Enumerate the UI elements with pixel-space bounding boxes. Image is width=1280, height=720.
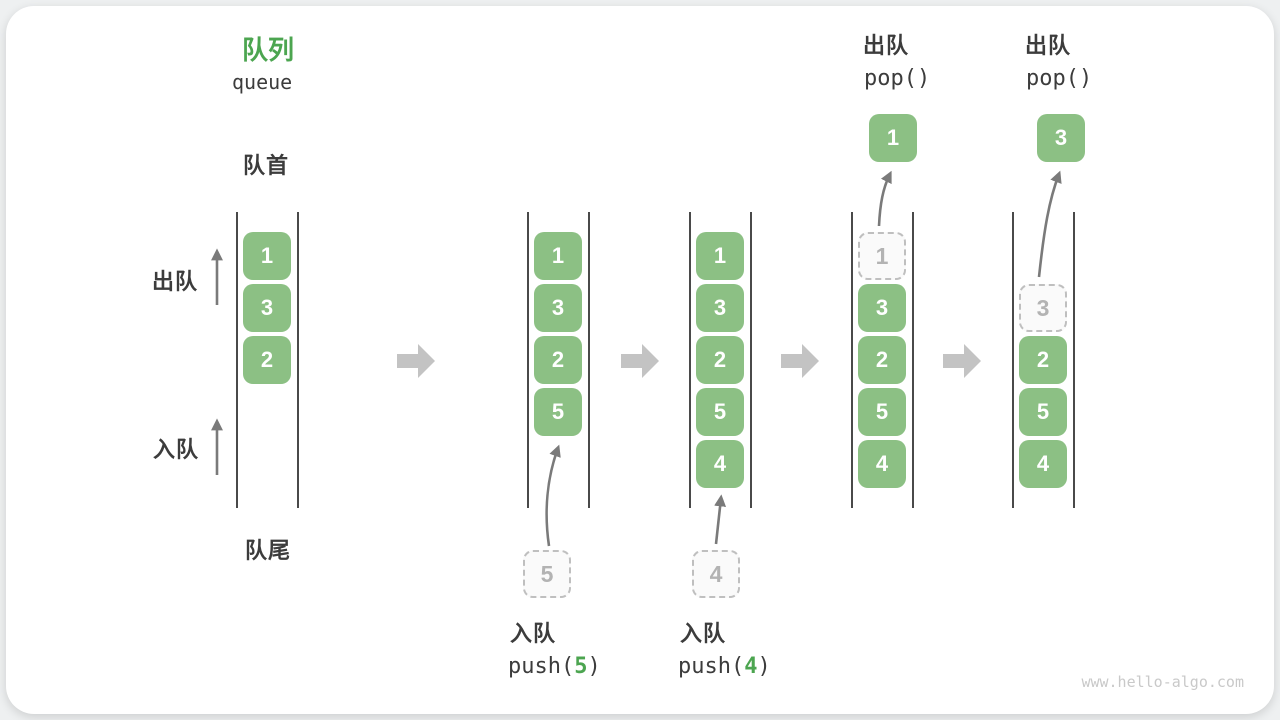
transition-2-right-arrow-icon: [621, 344, 659, 378]
state-5-cell-2: 2: [1019, 336, 1067, 384]
enqueue-side-label: 入队: [153, 437, 200, 462]
state-2-cell-2: 2: [534, 336, 582, 384]
state-1-cell-1: 1: [243, 232, 291, 280]
state-3-cell-4: 4: [696, 440, 744, 488]
state-4-wall-left: [851, 212, 853, 508]
state-2-wall-right: [588, 212, 590, 508]
state-4-cell-1: 1: [858, 232, 906, 280]
state-4-cell-2: 2: [858, 336, 906, 384]
state-2-cell-3: 3: [534, 284, 582, 332]
state-4-popped-cell: 1: [869, 114, 917, 162]
state-5-wall-left: [1012, 212, 1014, 508]
state-2-op-code: push(5): [508, 654, 601, 679]
state-3-cell-5: 5: [696, 388, 744, 436]
state-4-dequeue-up-arrow-icon: [877, 170, 892, 227]
watermark: www.hello-algo.com: [1081, 673, 1244, 691]
state-5-cell-5: 5: [1019, 388, 1067, 436]
state-5-cell-4: 4: [1019, 440, 1067, 488]
state-2-wall-left: [527, 212, 529, 508]
state-2-enqueue-up-arrow-icon: [545, 444, 561, 547]
state-4-cell-3: 3: [858, 284, 906, 332]
queue-front-label: 队首: [243, 153, 290, 178]
state-4-op-label: 出队: [863, 33, 910, 58]
state-5-op-label: 出队: [1025, 33, 1072, 58]
state-3-cell-1: 1: [696, 232, 744, 280]
state-5-dequeue-up-arrow-icon: [1037, 170, 1062, 278]
state-4-cell-5: 5: [858, 388, 906, 436]
state-4-op-code: pop(): [864, 66, 931, 91]
state-2-staged-cell: 5: [523, 550, 571, 598]
state-2-op-arg: 5: [574, 654, 588, 679]
state-1-wall-right: [297, 212, 299, 508]
state-1-wall-left: [236, 212, 238, 508]
state-2-cell-5: 5: [534, 388, 582, 436]
state-3-wall-right: [750, 212, 752, 508]
state-3-staged-cell: 4: [692, 550, 740, 598]
state-1-cell-2: 2: [243, 336, 291, 384]
transition-3-right-arrow-icon: [781, 344, 819, 378]
state-3-cell-3: 3: [696, 284, 744, 332]
state-5-popped-cell: 3: [1037, 114, 1085, 162]
state-3-wall-left: [689, 212, 691, 508]
transition-1-right-arrow-icon: [397, 344, 435, 378]
state-5-wall-right: [1073, 212, 1075, 508]
transition-4-right-arrow-icon: [943, 344, 981, 378]
page-subtitle: queue: [232, 70, 293, 94]
state-3-op-arg: 4: [744, 654, 758, 679]
state-2-op-label: 入队: [510, 621, 557, 646]
state-3-op-label: 入队: [680, 621, 727, 646]
state-5-cell-3: 3: [1019, 284, 1067, 332]
queue-rear-label: 队尾: [245, 538, 292, 563]
state-2-cell-1: 1: [534, 232, 582, 280]
state-1-cell-3: 3: [243, 284, 291, 332]
state-3-cell-2: 2: [696, 336, 744, 384]
state-4-wall-right: [912, 212, 914, 508]
state-4-cell-4: 4: [858, 440, 906, 488]
state-3-enqueue-up-arrow-icon: [714, 494, 727, 545]
state-5-op-code: pop(): [1026, 66, 1093, 91]
state-3-op-code: push(4): [678, 654, 771, 679]
dequeue-side-label: 出队: [152, 269, 199, 294]
page-title: 队列: [242, 35, 295, 65]
